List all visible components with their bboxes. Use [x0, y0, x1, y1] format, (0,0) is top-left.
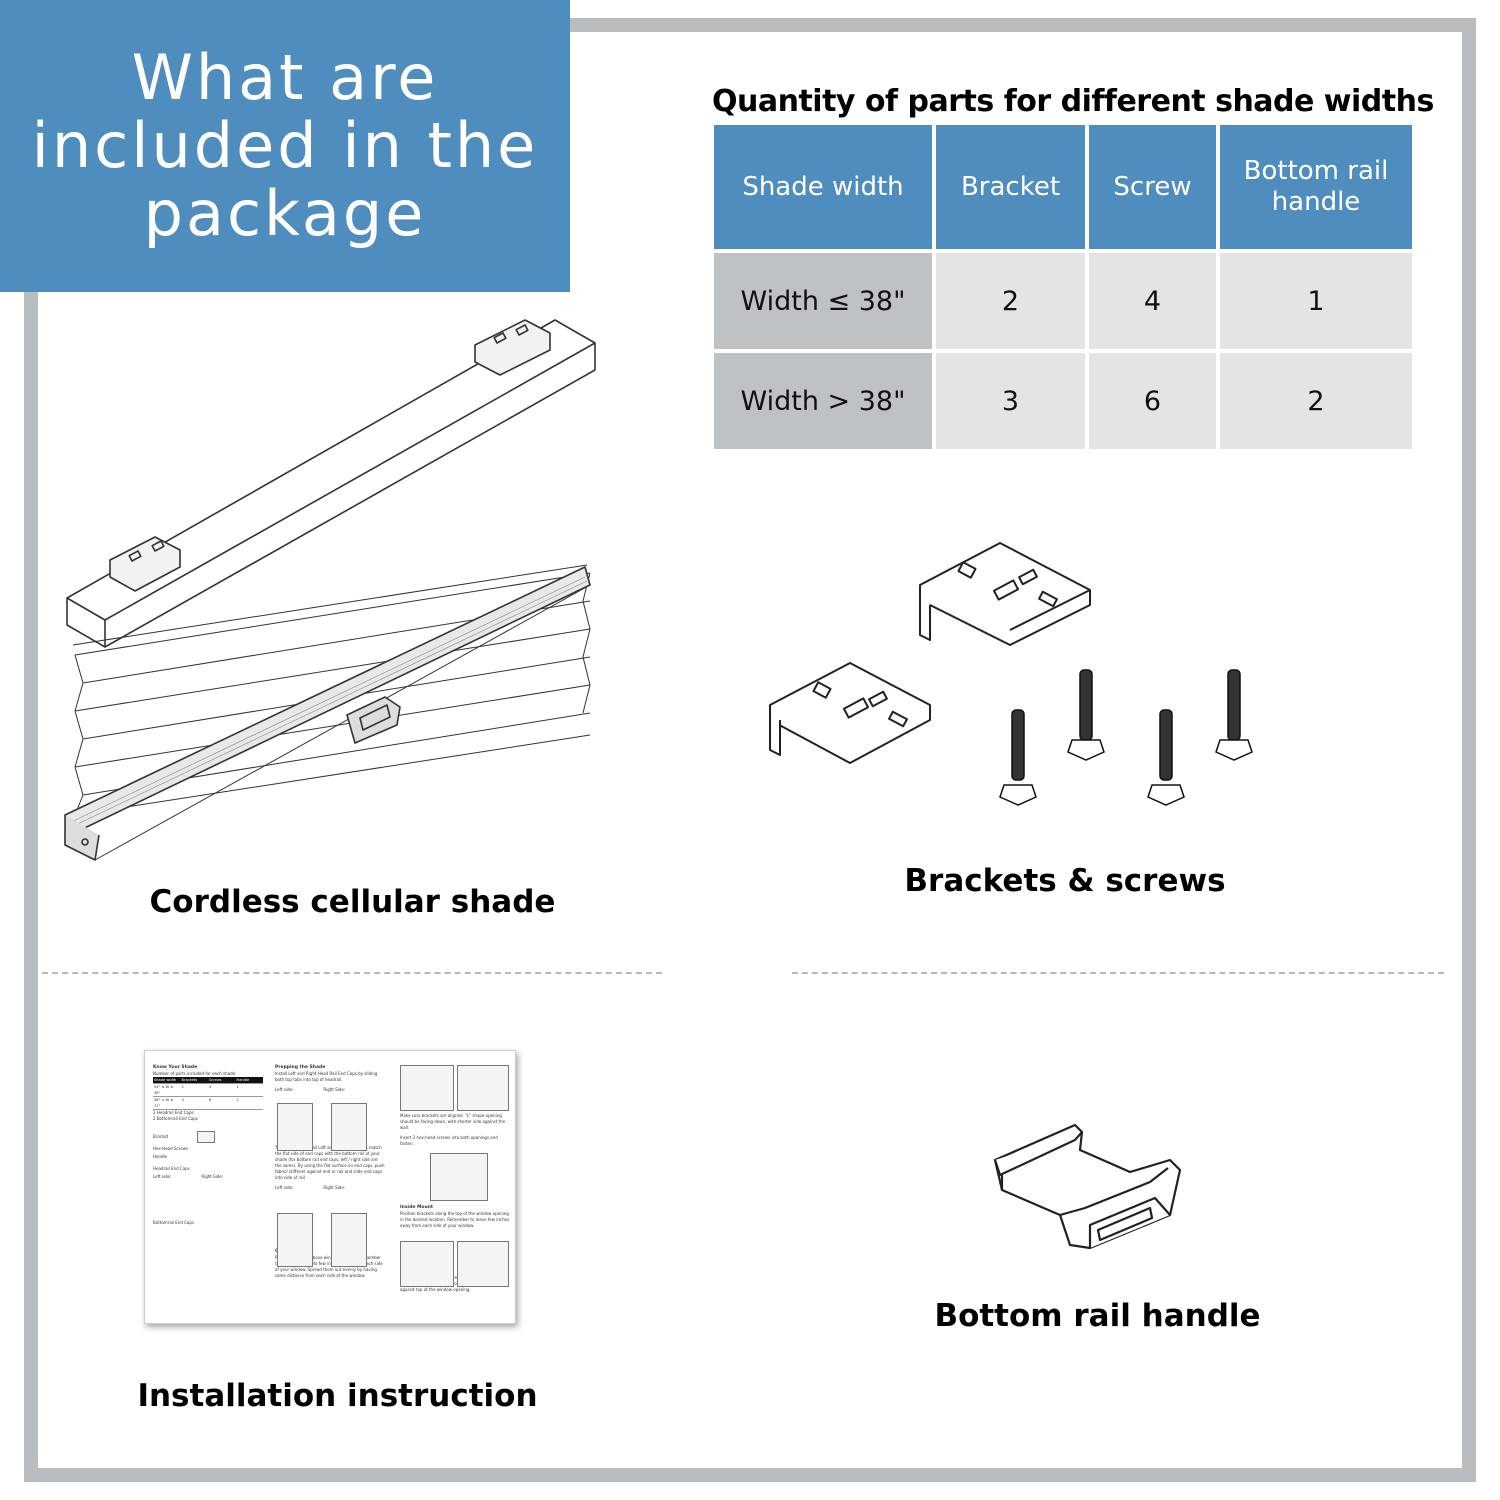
- title-banner: What are included in the package: [0, 0, 570, 292]
- manual-cell: 38" < W ≤ 72": [154, 1098, 174, 1108]
- manual-text: Position brackets above window opening. …: [275, 1255, 383, 1278]
- manual-figure: [331, 1103, 367, 1151]
- screw-icon: [999, 709, 1037, 806]
- row-width-label: Width ≤ 38": [714, 253, 932, 349]
- manual-text: Number of parts included for each shade:: [153, 1071, 237, 1076]
- manual-figure: [277, 1213, 313, 1267]
- manual-figure: [400, 1241, 454, 1287]
- table-row: Width ≤ 38" 2 4 1: [714, 253, 1412, 349]
- manual-cell: 2: [181, 1085, 184, 1089]
- bottom-rail-handle-illustration: [993, 1123, 1182, 1250]
- manual-cell: 24" ≤ W ≤ 38": [154, 1085, 174, 1095]
- manual-heading: Know Your Shade: [153, 1065, 198, 1070]
- manual-cell: Screws: [209, 1078, 222, 1082]
- manual-figure: [400, 1065, 454, 1111]
- header-shade-width: Shade width: [714, 125, 932, 249]
- parts-quantity-table: Shade width Bracket Screw Bottom rail ha…: [710, 121, 1416, 453]
- table-header-row: Shade width Bracket Screw Bottom rail ha…: [714, 125, 1412, 249]
- manual-text: Make sure brackets are aligned. "L" shap…: [400, 1113, 506, 1130]
- manual-cell: Handle: [236, 1078, 250, 1082]
- row-handle-count: 2: [1220, 353, 1412, 449]
- row-width-label: Width > 38": [714, 353, 932, 449]
- manual-sides: Left side: Right Side:: [153, 1174, 263, 1180]
- manual-figure: [197, 1131, 215, 1143]
- row-bracket-count: 2: [936, 253, 1085, 349]
- banner-title: What are included in the package: [31, 41, 539, 250]
- manual-table-row: 24" ≤ W ≤ 38" 2 4 1: [153, 1084, 263, 1097]
- manual-part: Bottomrail End Caps: [153, 1220, 195, 1225]
- manual-heading: Prepping the Shade: [275, 1065, 326, 1070]
- screw-icon: [1147, 709, 1185, 806]
- manual-figure: [457, 1065, 509, 1111]
- manual-text: To install Bottom Rail Left and Right En…: [275, 1145, 385, 1180]
- manual-table-header: Shade width Brackets Screws Handle: [153, 1077, 263, 1084]
- caption-shade: Cordless cellular shade: [149, 884, 556, 920]
- header-bracket: Bracket: [936, 125, 1085, 249]
- manual-cell: Shade width: [154, 1078, 177, 1082]
- manual-figure: [430, 1153, 488, 1201]
- table-title: Quantity of parts for different shade wi…: [712, 84, 1434, 119]
- manual-cell: 4: [209, 1085, 212, 1089]
- screw-icon: [1215, 669, 1253, 761]
- row-bracket-count: 3: [936, 353, 1085, 449]
- manual-cell: Brackets: [181, 1078, 198, 1082]
- manual-part: Hex-Head Screws: [153, 1146, 189, 1151]
- manual-text: 2 Headrail End Caps 2 Bottomrail End Cap…: [153, 1110, 198, 1121]
- row-handle-count: 1: [1220, 253, 1412, 349]
- manual-text: Left side:: [275, 1087, 294, 1092]
- caption-handle: Bottom rail handle: [934, 1298, 1261, 1334]
- manual-heading: Inside Mount: [400, 1205, 434, 1210]
- manual-part: Bracket: [153, 1134, 169, 1139]
- manual-cell: 2: [236, 1098, 239, 1102]
- divider-left: [42, 972, 662, 974]
- brackets-screws-illustration: [769, 542, 1253, 806]
- caption-brackets: Brackets & screws: [904, 863, 1226, 899]
- manual-part: Headrail End Caps: [153, 1166, 190, 1171]
- manual-figure: [331, 1213, 367, 1267]
- manual-text: Right Side:: [201, 1174, 224, 1179]
- manual-cell: 3: [181, 1098, 184, 1102]
- manual-text: Right Side:: [323, 1185, 346, 1190]
- caption-instruction: Installation instruction: [137, 1378, 538, 1414]
- manual-figure: [457, 1241, 509, 1287]
- instruction-manual-thumbnail: Know Your Shade Number of parts included…: [144, 1050, 516, 1324]
- manual-cell: 6: [209, 1098, 212, 1102]
- header-handle: Bottom rail handle: [1220, 125, 1412, 249]
- manual-cell: 1: [236, 1085, 239, 1089]
- manual-column-1: Know Your Shade Number of parts included…: [153, 1065, 263, 1226]
- manual-text: Right Side:: [323, 1087, 346, 1092]
- manual-part: Handle: [153, 1154, 168, 1159]
- manual-table-row: 38" < W ≤ 72" 3 6 2: [153, 1097, 263, 1110]
- manual-sides: Left side: Right Side:: [275, 1087, 385, 1093]
- cellular-shade-illustration: [64, 319, 596, 861]
- manual-figure: [277, 1103, 313, 1151]
- divider-right: [792, 972, 1444, 974]
- manual-sides: Left side: Right Side:: [275, 1185, 385, 1191]
- manual-text: Left side:: [153, 1174, 172, 1179]
- row-screw-count: 4: [1089, 253, 1216, 349]
- manual-text: Insert 2 hex-head screws into both openi…: [400, 1135, 498, 1146]
- manual-text: Install Left and Right Head Rail End Cap…: [275, 1071, 378, 1082]
- row-screw-count: 6: [1089, 353, 1216, 449]
- header-screw: Screw: [1089, 125, 1216, 249]
- manual-text: Left side:: [275, 1185, 294, 1190]
- screw-icon: [1067, 669, 1105, 761]
- table-row: Width > 38" 3 6 2: [714, 353, 1412, 449]
- manual-text: Position brackets along the top of the w…: [400, 1211, 510, 1228]
